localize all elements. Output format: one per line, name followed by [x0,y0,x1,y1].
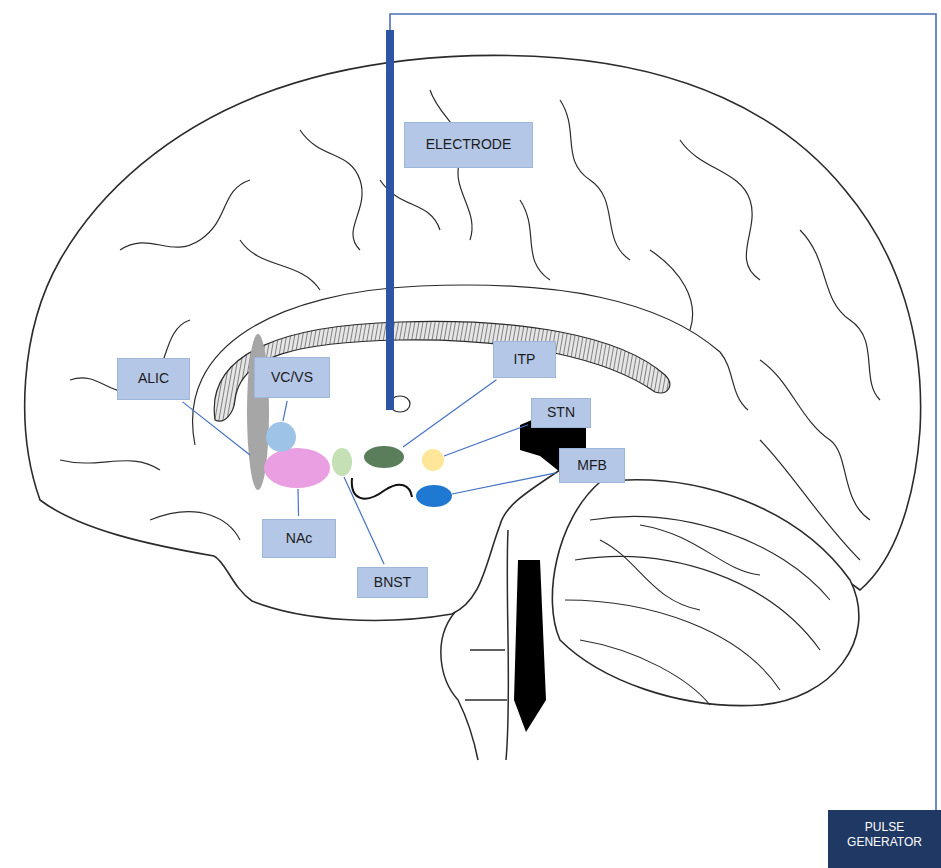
structure-label-box: NAc [262,519,336,558]
itp-shape [364,446,404,468]
leader-line [183,402,250,455]
label-text: ITP [514,351,536,369]
leader-line [297,489,299,516]
brainstem-line [465,699,507,701]
sulcus-line [680,140,760,280]
leader-line [283,401,287,421]
bnst-shape [332,448,352,476]
leader-line [444,425,528,456]
pulse-generator-box: PULSE GENERATOR [828,810,941,868]
cerebellum-folia [565,517,830,705]
electrode-label-box: ELECTRODE [404,122,533,168]
leader-line [403,380,496,447]
corpus-callosum [214,321,670,421]
mfb-shape [416,485,452,507]
sulcus-line [520,200,550,280]
label-text: PULSE GENERATOR [828,820,941,850]
electrode-lead [386,30,394,410]
cingulate-sulcus [193,285,720,445]
leader-line [344,477,384,564]
sulcus-line [760,360,870,520]
brainstem-line [506,530,509,760]
structure-label-box: ALIC [117,358,190,400]
brainstem [441,530,509,760]
sulcus-line [120,180,250,250]
label-text: VC/VS [271,369,313,387]
electrode-wire [390,14,936,810]
nac-shape [264,448,330,488]
folium-line [565,600,780,690]
structure-label-box: VC/VS [254,357,330,398]
cerebellum-outline [552,480,859,706]
sulcus-line [150,512,240,540]
ventricle-shape [514,560,546,732]
sulcus-line [800,230,880,400]
brainstem-line [441,612,478,760]
folium-line [600,540,700,610]
label-text: NAc [286,530,312,548]
folium-line [640,525,760,575]
folium-line [580,640,710,705]
gyri [60,90,880,560]
structure-label-box: MFB [559,448,625,483]
vcvs-shape [266,422,296,452]
label-text: MFB [577,457,607,475]
leader-line [452,473,556,494]
structure-label-box: STN [531,398,591,428]
sulcus-line [300,130,362,250]
structure-label-box: BNST [357,567,428,598]
label-text: ALIC [138,370,169,388]
stn-shape [422,449,444,471]
mammillary-curve [352,478,412,499]
structure-label-box: ITP [493,341,556,378]
sulcus-line [240,240,320,290]
sulcus-line [60,460,160,470]
label-text: BNST [374,574,411,592]
sulcus-line [560,100,630,260]
brainstem-line [470,649,505,651]
label-text: ELECTRODE [426,136,512,154]
sulcus-line [650,250,693,330]
label-text: STN [547,404,575,422]
sulcus-line [720,352,748,410]
